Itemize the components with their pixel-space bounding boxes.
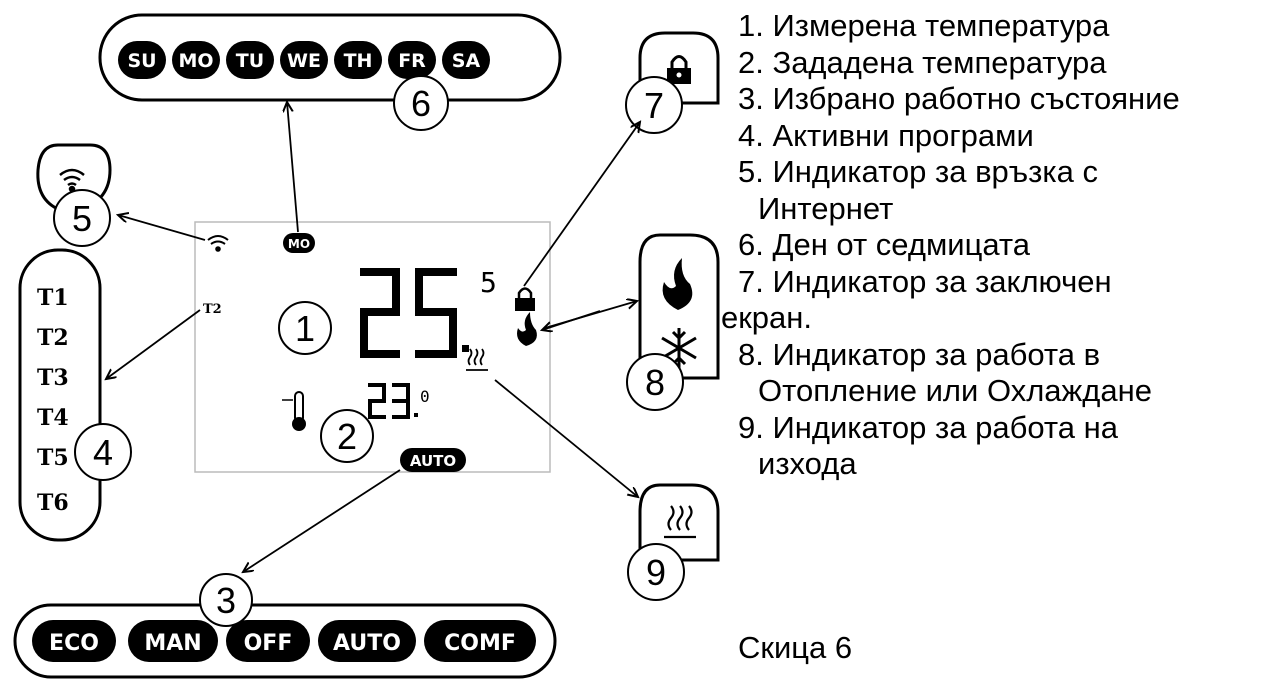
program-t4: T4 [37, 405, 69, 431]
program-t3: T3 [37, 365, 69, 391]
set-temperature-text: 23 [0, 0, 2, 1]
legend-item-8: 8. Индикатор за работа в [738, 336, 1101, 372]
callout-4: 4 [74, 423, 132, 481]
svg-text:OFF: OFF [244, 631, 293, 656]
arrow-day [287, 102, 299, 233]
svg-text:WE: WE [287, 50, 321, 72]
display-day-mo: MO [283, 233, 315, 253]
mode-pill-off: OFF [226, 620, 310, 662]
legend-item-2: 2. Зададена температура [738, 44, 1107, 80]
legend-item-4: 4. Активни програми [738, 117, 1034, 153]
display-heating-output-icon [466, 348, 488, 371]
svg-text:MO: MO [178, 50, 213, 72]
svg-text:SU: SU [127, 50, 156, 72]
legend-item-5: 5. Индикатор за връзка с [738, 154, 1098, 189]
svg-text:AUTO: AUTO [410, 452, 456, 470]
svg-text:8: 8 [645, 362, 665, 403]
callout-9: 9 [627, 543, 685, 601]
display-wifi-icon [207, 235, 229, 252]
svg-text:5: 5 [72, 198, 92, 239]
lock-icon [667, 55, 691, 84]
program-list: T1 T2 T3 T4 T5 T6 [37, 285, 69, 516]
mode-pill-eco: ECO [32, 620, 116, 662]
program-t6: T6 [37, 490, 69, 516]
callout-8: 8 [626, 353, 684, 411]
figure-caption: Скица 6 [738, 630, 853, 665]
day-pill-tu: TU [226, 41, 274, 79]
legend-item-9-cont: изхода [758, 446, 857, 481]
svg-text:TH: TH [344, 50, 373, 72]
measured-temperature-text: 25 [0, 0, 2, 1]
flame-icon [662, 258, 693, 310]
svg-text:2: 2 [337, 416, 357, 457]
set-decimal: 0 [420, 387, 430, 406]
legend-item-6: 6. Ден от седмицата [738, 227, 1030, 262]
legend-item-5-cont: Интернет [758, 190, 894, 226]
svg-text:6: 6 [411, 83, 431, 124]
measured-decimal: 5 [480, 266, 497, 299]
legend-item-9: 9. Индикатор за работа на [738, 409, 1118, 445]
display-mode-auto: AUTO [400, 448, 466, 472]
arrow-program [106, 309, 201, 379]
svg-text:9: 9 [646, 552, 666, 593]
callout-3: 3 [199, 573, 253, 627]
program-t2: T2 [37, 325, 69, 351]
day-pill-we: WE [280, 41, 328, 79]
day-pill-th: TH [334, 41, 382, 79]
arrow-wifi [118, 215, 206, 241]
svg-text:SA: SA [452, 50, 481, 72]
thermometer-icon [282, 391, 306, 431]
mode-pill-comf: COMF [424, 620, 536, 662]
svg-text:COMF: COMF [444, 631, 516, 656]
arrow-mode [243, 469, 401, 572]
mode-pill-auto: AUTO [318, 620, 416, 662]
program-t1: T1 [37, 285, 69, 311]
svg-text:3: 3 [216, 580, 236, 621]
arrow-flame-in [542, 310, 601, 330]
legend-item-8-cont: Отопление или Охлаждане [758, 373, 1152, 408]
day-pill-fr: FR [388, 41, 436, 79]
legend-item-7: 7. Индикатор за заключен [738, 263, 1112, 299]
day-pill-su: SU [118, 41, 166, 79]
callout-5: 5 [53, 189, 111, 247]
mode-pill-man: MAN [128, 620, 218, 662]
set-temperature-digits [368, 383, 418, 419]
callout-2: 2 [320, 409, 374, 463]
arrow-lock [523, 122, 640, 287]
legend-item-3: 3. Избрано работно състояние [738, 81, 1180, 116]
day-pill-sa: SA [442, 41, 490, 79]
callout-1: 1 [278, 301, 332, 355]
svg-text:MO: MO [288, 237, 310, 251]
svg-text:FR: FR [398, 50, 426, 72]
callout-6: 6 [393, 75, 449, 131]
display-flame-icon [517, 312, 537, 346]
display-lock-icon [515, 287, 535, 311]
heating-output-icon [664, 505, 696, 539]
svg-text:7: 7 [644, 85, 664, 126]
measured-temperature-digits [360, 268, 469, 358]
days-panel [98, 13, 562, 102]
program-t5: T5 [37, 445, 69, 471]
svg-text:1: 1 [295, 308, 315, 349]
legend-item-7-cont: екран. [721, 300, 813, 335]
days-pills: SU MO TU WE TH FR SA [118, 41, 490, 79]
heating-output-panel [638, 483, 720, 562]
day-pill-mo: MO [172, 41, 220, 79]
svg-text:TU: TU [236, 50, 264, 72]
svg-text:4: 4 [93, 432, 113, 473]
svg-text:AUTO: AUTO [333, 631, 401, 656]
legend-item-1: 1. Измерена температура [738, 8, 1110, 43]
modes-pills: ECO MAN OFF AUTO COMF [32, 620, 536, 662]
svg-text:MAN: MAN [144, 631, 201, 656]
arrows [106, 102, 640, 572]
display-program: T2 [203, 302, 222, 317]
callout-7: 7 [625, 76, 683, 134]
svg-text:ECO: ECO [49, 631, 99, 656]
arrow-output [494, 379, 638, 497]
legend: 1. Измерена температура 2. Зададена темп… [700, 8, 1270, 483]
